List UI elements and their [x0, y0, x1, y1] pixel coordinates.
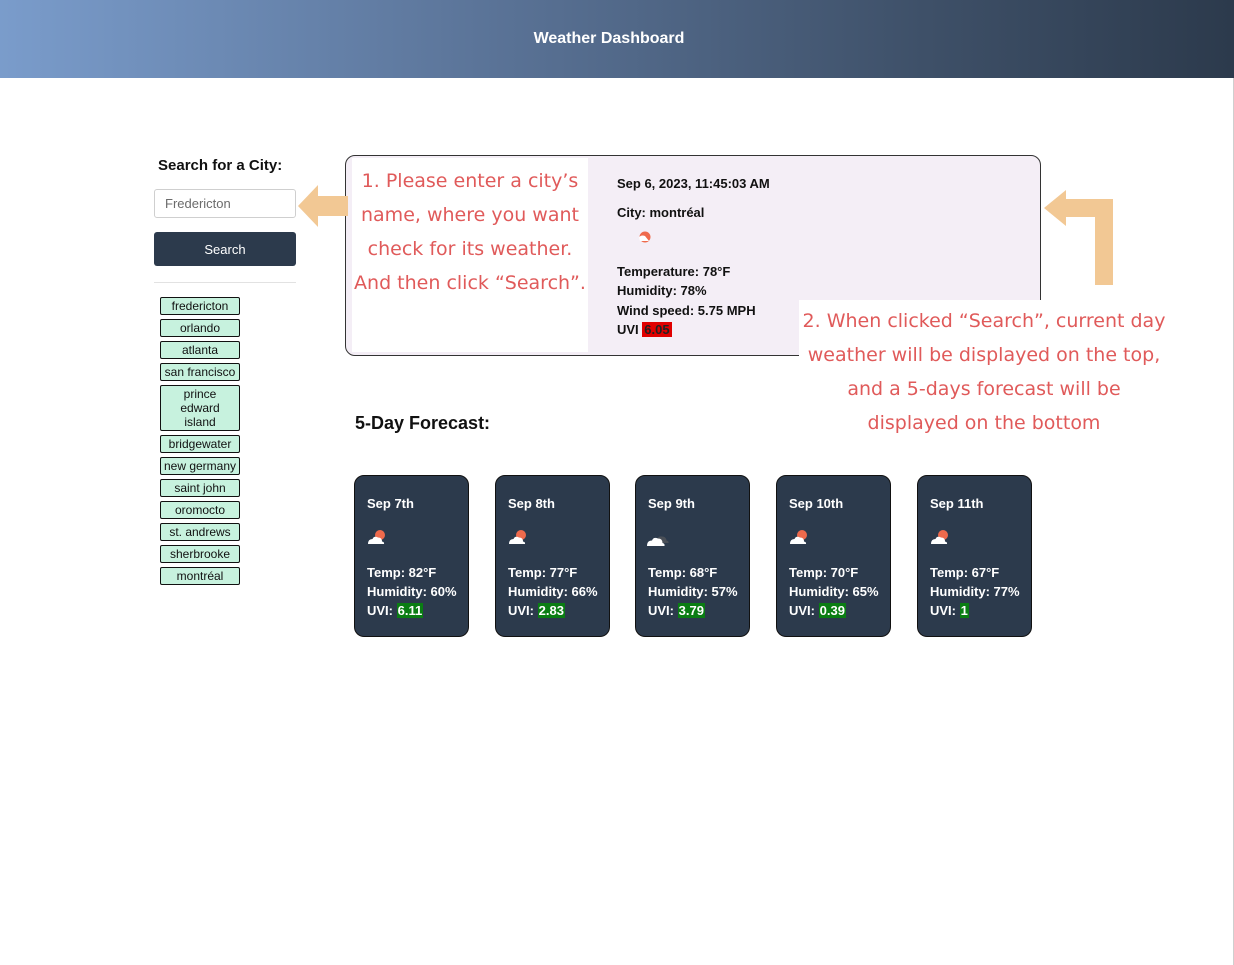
forecast-humidity: Humidity: 77% [930, 584, 1020, 599]
forecast-uvi: UVI: 1 [930, 603, 969, 618]
search-history-list: fredericton orlando atlanta san francisc… [160, 297, 240, 585]
search-button[interactable]: Search [154, 232, 296, 266]
history-city-button[interactable]: prince edward island [160, 385, 240, 431]
forecast-card: Sep 9th Temp: 68°F Humidity: 57% UVI: 3.… [635, 475, 750, 637]
annotation-text: 1. Please enter a city’s name, where you… [354, 170, 586, 294]
forecast-date: Sep 11th [930, 496, 984, 511]
uvi-label: UVI: [508, 603, 534, 618]
uvi-badge: 3.79 [677, 603, 705, 618]
app-header: Weather Dashboard [0, 0, 1234, 78]
history-city-button[interactable]: new germany [160, 457, 240, 475]
current-date: Sep 6, 2023, 11:45:03 AM [617, 176, 770, 191]
annotation-callout-search: 1. Please enter a city’s name, where you… [352, 158, 588, 352]
uvi-badge: 2.83 [537, 603, 565, 618]
history-city-button[interactable]: fredericton [160, 297, 240, 315]
current-temperature: Temperature: 78°F [617, 264, 731, 279]
uvi-label: UVI: [789, 603, 815, 618]
forecast-temp: Temp: 77°F [508, 565, 578, 580]
history-city-button[interactable]: bridgewater [160, 435, 240, 453]
history-city-button[interactable]: orlando [160, 319, 240, 337]
history-city-button[interactable]: san francisco [160, 363, 240, 381]
partly-cloudy-icon [509, 530, 526, 544]
uvi-label: UVI: [648, 603, 674, 618]
forecast-card: Sep 10th Temp: 70°F Humidity: 65% UVI: 0… [776, 475, 891, 637]
forecast-humidity: Humidity: 57% [648, 584, 738, 599]
cloudy-icon [647, 536, 669, 546]
forecast-date: Sep 8th [508, 496, 555, 511]
forecast-date: Sep 7th [367, 496, 414, 511]
annotation-text: 2. When clicked “Search”, current day we… [802, 310, 1166, 434]
uvi-label: UVI: [367, 603, 393, 618]
arrow-left-icon [298, 185, 348, 227]
forecast-humidity: Humidity: 66% [508, 584, 598, 599]
partly-sunny-icon [639, 231, 651, 243]
city-search-input[interactable] [154, 189, 296, 218]
uvi-label: UVI [617, 322, 639, 337]
history-city-button[interactable]: sherbrooke [160, 545, 240, 563]
current-city: City: montréal [617, 205, 705, 220]
forecast-card: Sep 8th Temp: 77°F Humidity: 66% UVI: 2.… [495, 475, 610, 637]
forecast-uvi: UVI: 3.79 [648, 603, 705, 618]
history-city-button[interactable]: atlanta [160, 341, 240, 359]
current-humidity: Humidity: 78% [617, 283, 707, 298]
partly-cloudy-icon [931, 530, 948, 544]
history-city-button[interactable]: montréal [160, 567, 240, 585]
history-city-button[interactable]: saint john [160, 479, 240, 497]
forecast-uvi: UVI: 2.83 [508, 603, 565, 618]
uvi-label: UVI: [930, 603, 956, 618]
forecast-temp: Temp: 67°F [930, 565, 1000, 580]
sidebar-divider [154, 282, 296, 283]
search-label: Search for a City: [158, 157, 283, 174]
forecast-temp: Temp: 68°F [648, 565, 718, 580]
arrow-up-left-icon [1044, 190, 1113, 285]
forecast-title: 5-Day Forecast: [355, 413, 491, 433]
forecast-humidity: Humidity: 60% [367, 584, 457, 599]
history-city-button[interactable]: st. andrews [160, 523, 240, 541]
forecast-temp: Temp: 70°F [789, 565, 859, 580]
forecast-uvi: UVI: 0.39 [789, 603, 846, 618]
partly-cloudy-icon [790, 530, 807, 544]
uvi-badge: 6.11 [396, 603, 424, 618]
uvi-badge: 1 [959, 603, 969, 618]
forecast-temp: Temp: 82°F [367, 565, 437, 580]
page-title: Weather Dashboard [533, 30, 685, 47]
forecast-uvi: UVI: 6.11 [367, 603, 424, 618]
forecast-date: Sep 10th [789, 496, 844, 511]
forecast-date: Sep 9th [648, 496, 695, 511]
forecast-card: Sep 11th Temp: 67°F Humidity: 77% UVI: 1 [917, 475, 1032, 637]
forecast-humidity: Humidity: 65% [789, 584, 879, 599]
uvi-badge: 6.05 [642, 322, 672, 337]
uvi-badge: 0.39 [818, 603, 846, 618]
current-wind-speed: Wind speed: 5.75 MPH [617, 303, 756, 318]
current-uvi: UVI 6.05 [617, 322, 672, 337]
annotation-callout-results: 2. When clicked “Search”, current day we… [799, 300, 1169, 445]
history-city-button[interactable]: oromocto [160, 501, 240, 519]
partly-cloudy-icon [368, 530, 385, 544]
forecast-card: Sep 7th Temp: 82°F Humidity: 60% UVI: 6.… [354, 475, 469, 637]
